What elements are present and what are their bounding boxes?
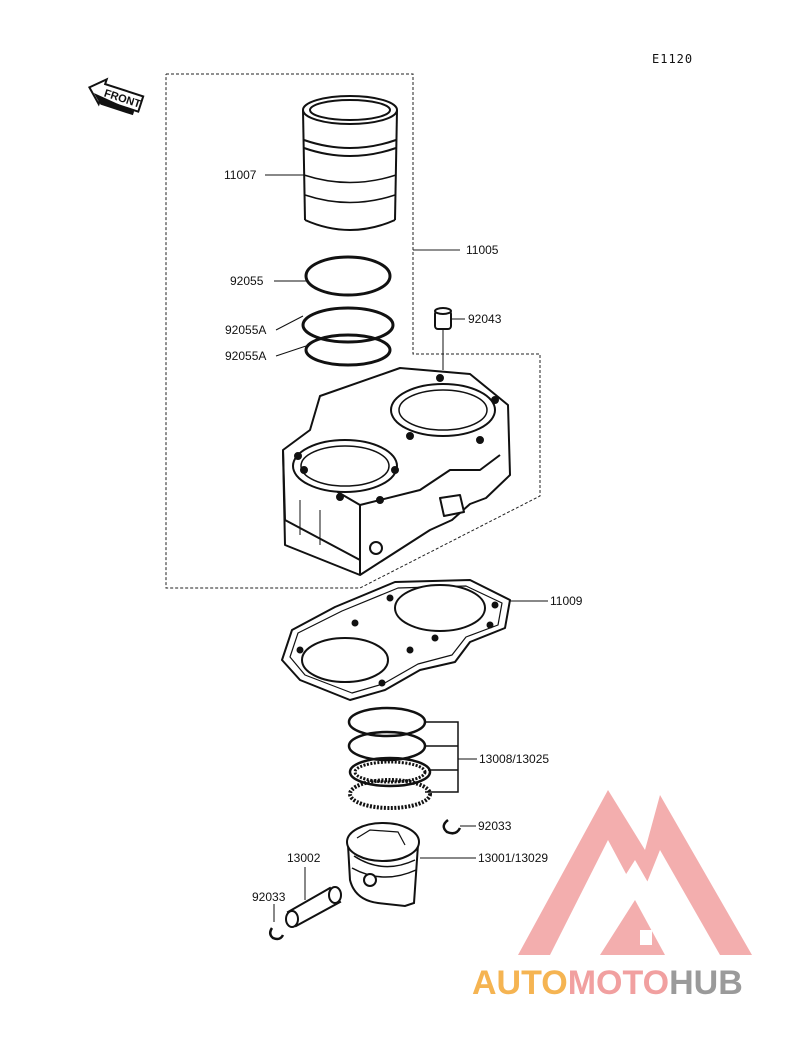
label-pin: 13002 <box>287 851 321 865</box>
watermark-text: AUTOMOTOHUB <box>472 964 743 1002</box>
dowel-pin <box>434 307 452 370</box>
leader-lines <box>265 174 548 922</box>
piston-clip-left <box>269 927 285 941</box>
rings-bracket <box>425 721 459 793</box>
svg-text:AUTOMOTOHUB: AUTOMOTOHUB <box>472 964 743 1002</box>
piston-pin <box>285 886 342 928</box>
label-oring-b: 92055A <box>225 323 266 337</box>
cylinder-liner <box>302 95 398 231</box>
base-gasket <box>281 579 511 701</box>
piston-clip-right <box>442 819 462 835</box>
piston <box>346 822 420 908</box>
watermark-brand-moto: MOTO <box>568 964 669 1002</box>
diagram-code: E1120 <box>652 52 693 66</box>
label-dowel: 92043 <box>468 312 502 326</box>
label-rings: 13008/13025 <box>479 752 549 766</box>
oring-92055a-lower <box>304 333 392 367</box>
watermark-brand-hub: HUB <box>669 964 743 1002</box>
piston-rings <box>347 706 432 810</box>
oring-92055 <box>304 255 392 297</box>
label-oring-c: 92055A <box>225 349 266 363</box>
label-oring-a: 92055 <box>230 274 264 288</box>
label-cylinder-assy: 11005 <box>466 243 499 257</box>
assembly-bracket <box>165 73 541 589</box>
watermark-logo <box>518 790 752 955</box>
label-clip-right: 92033 <box>478 819 512 833</box>
watermark-brand-auto: AUTO <box>472 964 568 1002</box>
front-arrow-icon: FRONT <box>87 77 145 116</box>
oring-92055a-upper <box>301 306 395 344</box>
label-piston: 13001/13029 <box>478 851 548 865</box>
label-gasket: 11009 <box>550 594 583 608</box>
label-clip-left: 92033 <box>252 890 286 904</box>
label-liner: 11007 <box>224 168 257 182</box>
cylinder-block <box>282 367 511 576</box>
